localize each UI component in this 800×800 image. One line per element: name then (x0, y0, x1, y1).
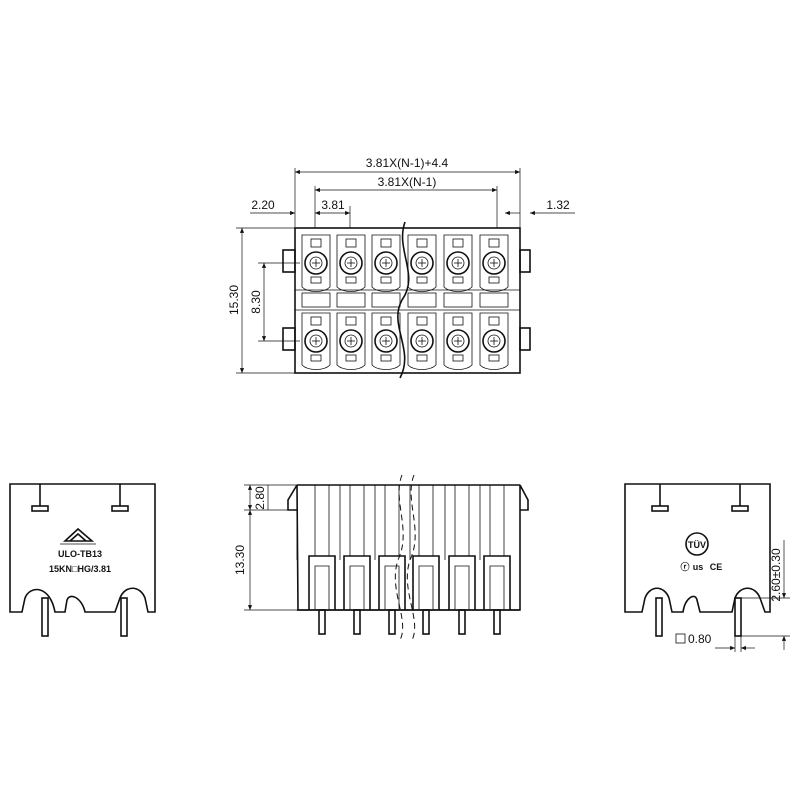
front-terminal (448, 485, 476, 635)
dim-row-spacing: 8.30 (249, 290, 263, 314)
dim-body-height: 13.30 (233, 545, 247, 575)
mounting-tab-left-bottom (282, 327, 296, 351)
break-line-top (397, 221, 410, 379)
dim-overall-width: 3.81X(N-1)+4.4 (366, 156, 449, 170)
pin-right (734, 597, 742, 637)
divider-slot (301, 292, 331, 308)
tuv-text: TÜV (688, 540, 706, 550)
terminal-cell (301, 312, 331, 370)
brand-logo-icon (62, 527, 95, 542)
front-pin (388, 609, 396, 635)
left-side-view: ULO-TB13 15KN□HG/3.81 (9, 483, 156, 637)
ce-text: CE (710, 562, 723, 572)
front-view (287, 474, 529, 641)
terminal-cell (371, 234, 401, 292)
front-pin (353, 609, 361, 635)
divider-slot (443, 292, 473, 308)
pin-left (41, 597, 49, 637)
front-pin (318, 609, 326, 635)
terminal-cell (479, 234, 509, 292)
dim-edge-right: 1.32 (546, 198, 570, 212)
pin-right (120, 597, 128, 637)
ul-mark-icon: ⓡ (680, 561, 689, 572)
right-view-dimensions: 2.60±0.30 0.80 (675, 540, 790, 652)
front-pin (422, 609, 430, 635)
dim-edge-left: 2.20 (251, 198, 275, 212)
front-terminal (412, 485, 440, 635)
terminal-cell (479, 312, 509, 370)
front-pin (493, 609, 501, 635)
front-terminal (378, 485, 406, 635)
terminal-cell (407, 312, 437, 370)
side-view-outline (9, 483, 156, 613)
terminal-cell (443, 312, 473, 370)
right-side-view: TÜV ⓡ us CE (624, 483, 771, 637)
terminal-cell (336, 312, 366, 370)
divider-slot (371, 292, 401, 308)
square-symbol-icon (675, 633, 686, 644)
terminal-cells (301, 234, 509, 370)
front-terminal (343, 485, 371, 635)
front-terminal (483, 485, 511, 635)
mounting-tab-right-top (519, 249, 531, 273)
terminal-cell (443, 234, 473, 292)
side-view-outline-right (624, 483, 771, 613)
divider-slot (336, 292, 366, 308)
front-terminals (296, 485, 521, 635)
terminal-cell (407, 234, 437, 292)
top-view-outline (294, 227, 521, 374)
divider-slot (479, 292, 509, 308)
dim-top-step: 2.80 (253, 486, 267, 510)
break-line-front-a (394, 474, 404, 641)
terminal-cell (301, 234, 331, 292)
dim-pin-size: 0.80 (688, 632, 712, 646)
break-line-front-b (406, 474, 416, 641)
front-terminal (308, 485, 336, 635)
dim-pitch-span: 3.81X(N-1) (378, 175, 437, 189)
dim-pitch: 3.81 (321, 198, 345, 212)
top-view-dimensions: 3.81X(N-1)+4.4 3.81X(N-1) 2.20 3.81 1.32… (227, 156, 575, 374)
mounting-tab-right-bottom (519, 327, 531, 351)
pin-left (655, 597, 663, 637)
dim-total-height: 15.30 (227, 285, 241, 315)
brand-text: ULO-TB13 (58, 549, 102, 559)
tuv-mark-icon (685, 532, 709, 556)
divider-slot (407, 292, 437, 308)
dim-pin-length: 2.60±0.30 (769, 548, 783, 602)
terminal-cell (336, 234, 366, 292)
front-pin (458, 609, 466, 635)
top-view (282, 221, 531, 379)
front-view-dimensions: 2.80 13.30 (233, 484, 297, 611)
terminal-cell (371, 312, 401, 370)
us-text: us (693, 562, 704, 572)
mounting-tab-left-top (282, 249, 296, 273)
model-text: 15KN□HG/3.81 (49, 564, 111, 574)
